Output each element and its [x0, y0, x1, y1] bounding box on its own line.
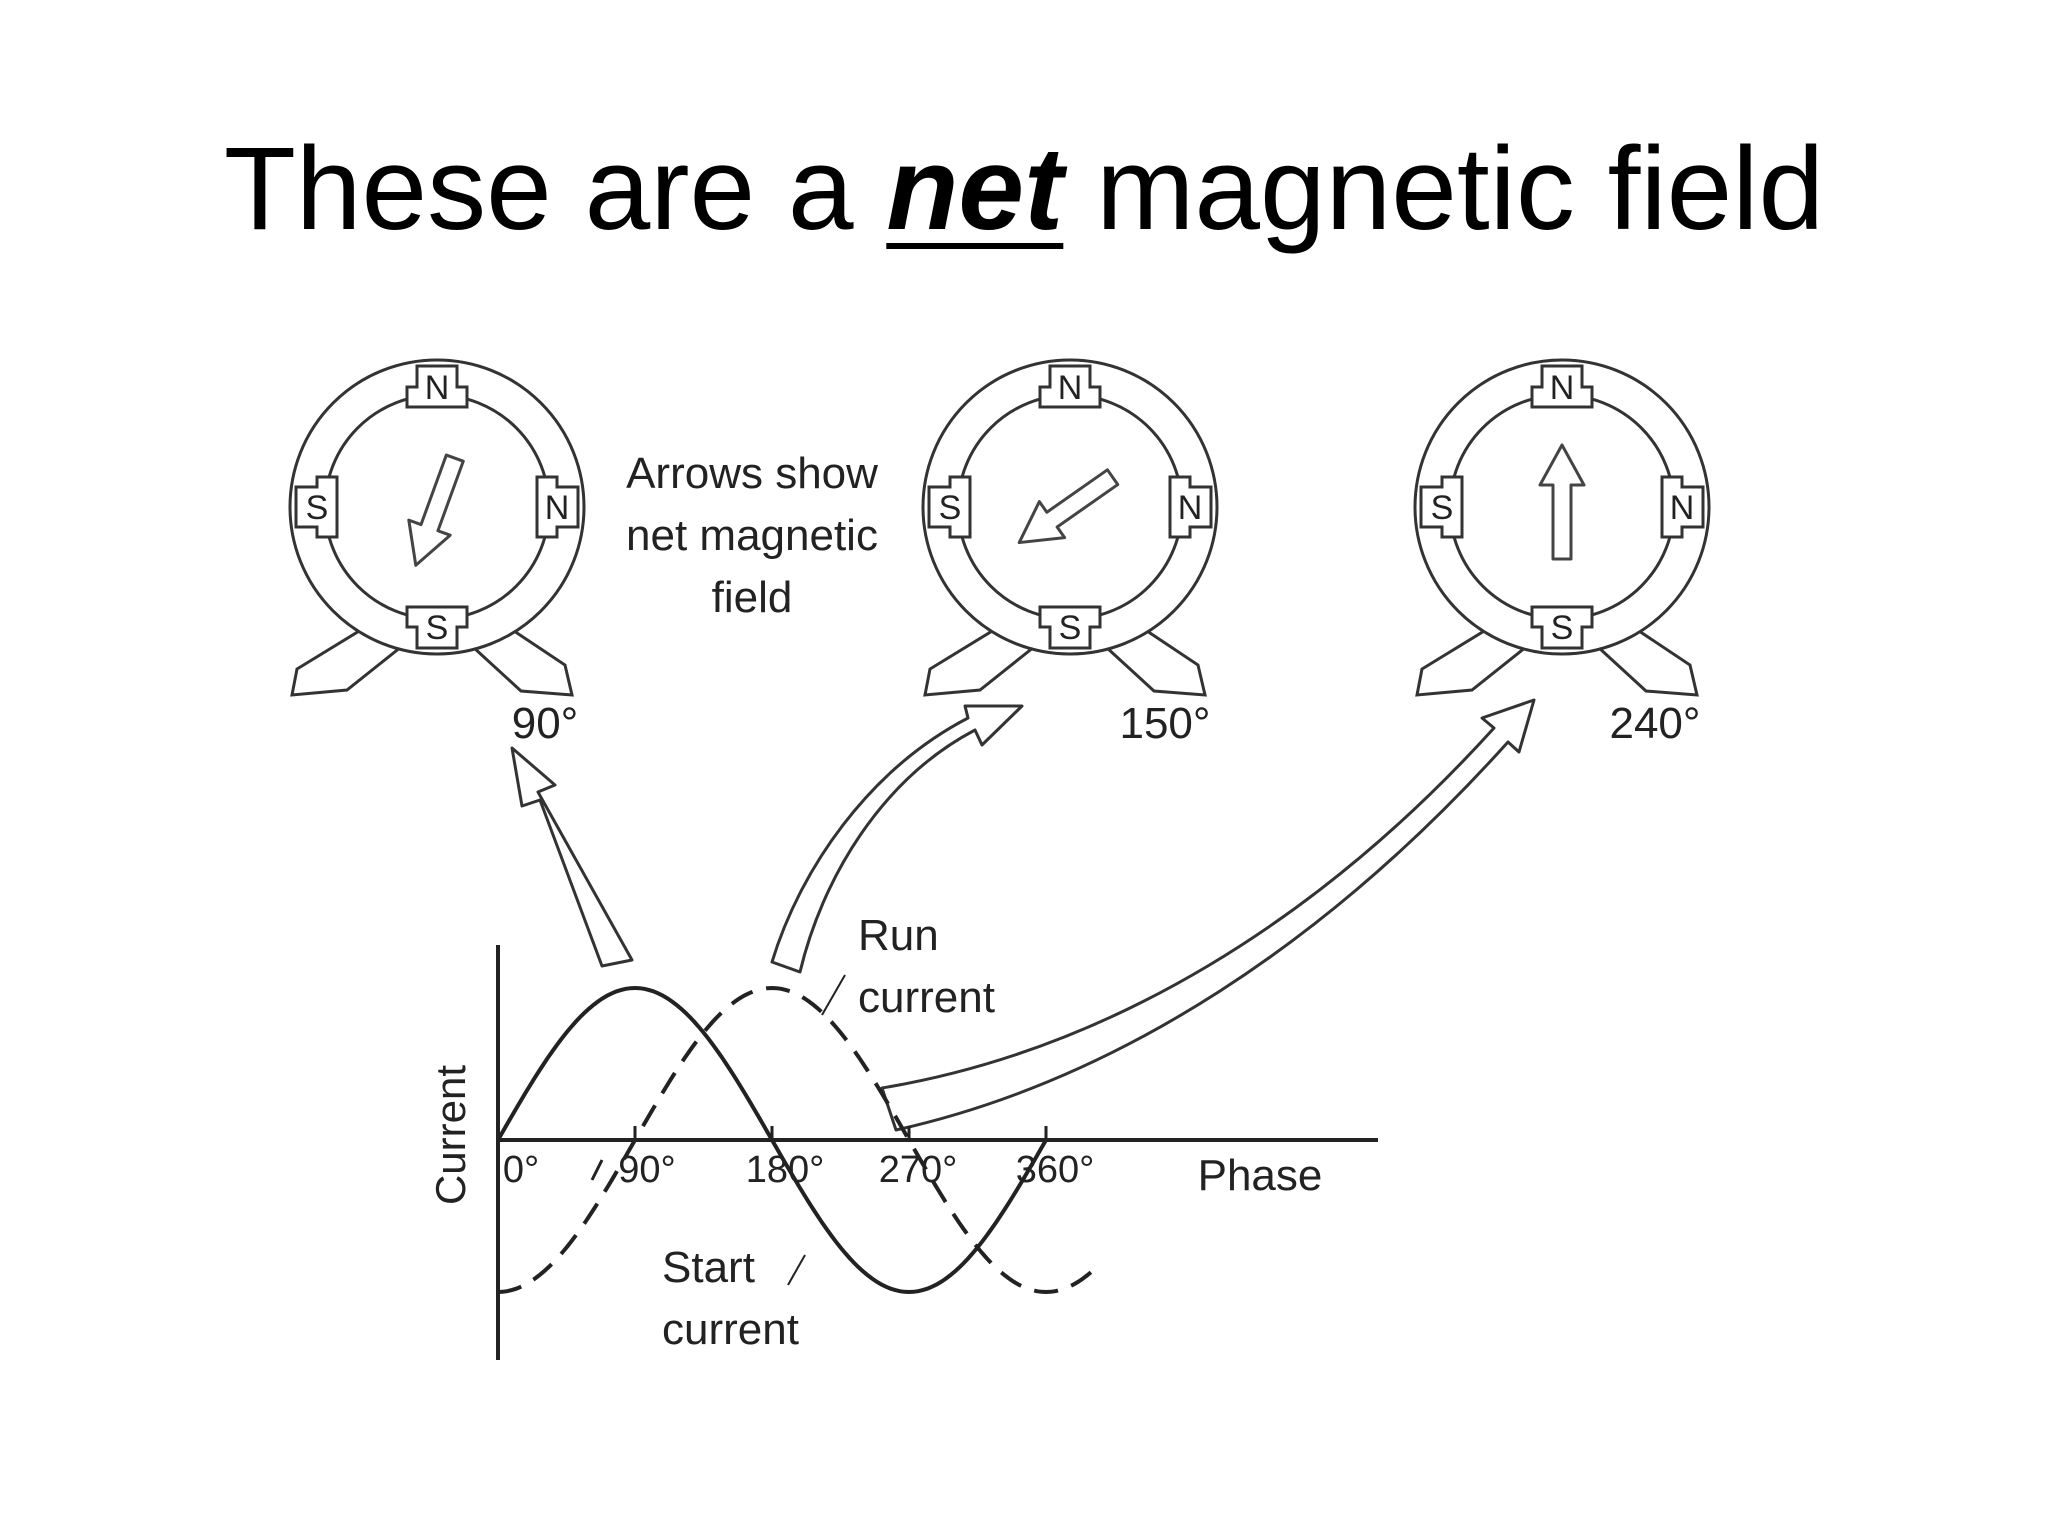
motor-angle-label: 240°: [1609, 699, 1700, 748]
tick-label-270: 270°: [879, 1149, 958, 1191]
start-zero-leader: [590, 1159, 604, 1181]
pole-bottom: S: [1038, 605, 1102, 650]
pole-shoe: [405, 364, 469, 409]
run-current-curve: [497, 985, 1093, 1295]
pole-shoe: [1530, 605, 1594, 650]
pole-left-label: S: [939, 489, 962, 527]
pole-top-label: N: [1058, 369, 1083, 407]
tick-label-0: 0°: [503, 1149, 539, 1191]
start-label-leader: [787, 1254, 806, 1286]
tick-label-90: 90°: [618, 1149, 675, 1191]
tick-label-180: 180°: [746, 1149, 825, 1191]
pole-shoe: [535, 475, 580, 539]
net-field-arrow: [1538, 443, 1586, 561]
pointer-arrow-90: [510, 746, 634, 968]
run-label-leader: [821, 974, 846, 1016]
arrow-shape: [407, 453, 465, 567]
pole-shoe: [1038, 364, 1102, 409]
pole-top: N: [1038, 364, 1102, 409]
tick-label-360: 360°: [1016, 1149, 1095, 1191]
phase-graph: Current Phase 0° 90° 180° 270° 360° Run …: [427, 911, 1378, 1360]
pole-left-label: S: [1431, 489, 1454, 527]
pole-right-label: N: [545, 489, 570, 527]
motor-angle-label: 90°: [512, 699, 579, 748]
pole-shoe: [294, 475, 339, 539]
pole-shoe: [1530, 364, 1594, 409]
slide-title: These are a net magnetic field: [0, 130, 2048, 248]
arrow-shape: [1017, 468, 1120, 545]
pole-bottom-label: S: [1059, 609, 1082, 647]
title-after: magnetic field: [1063, 123, 1825, 255]
pole-right-label: N: [1670, 489, 1695, 527]
pole-right-label: N: [1178, 489, 1203, 527]
pole-shoe: [1419, 475, 1464, 539]
motor-0: N N S S 90°: [288, 358, 586, 748]
motor-angle-label: 150°: [1119, 699, 1210, 748]
pole-shoe: [1168, 475, 1213, 539]
title-before: These are a: [223, 123, 887, 255]
pole-shoe: [1660, 475, 1705, 539]
pointer-arrow-240: [880, 698, 1536, 1132]
pointer-arrows: [510, 698, 1536, 1132]
run-label-line-2: current: [858, 973, 995, 1022]
arrows-note: Arrows show net magnetic field: [626, 449, 878, 622]
motors-group: N N S S 90° N N S S 150° N N S S 240°: [288, 358, 1711, 748]
pole-top-label: N: [1550, 369, 1575, 407]
note-line-2: net magnetic: [626, 511, 878, 560]
pole-right: N: [535, 475, 580, 539]
start-label-line-2: current: [662, 1305, 799, 1354]
pole-left: S: [294, 475, 339, 539]
pole-top-label: N: [425, 369, 450, 407]
pole-bottom: S: [1530, 605, 1594, 650]
title-emphasis: net: [886, 123, 1064, 255]
pole-shoe: [1038, 605, 1102, 650]
net-field-arrow: [1017, 468, 1120, 545]
motor-1: N N S S 150°: [921, 358, 1219, 748]
arrow-shape: [1538, 443, 1586, 561]
pole-left: S: [1419, 475, 1464, 539]
pole-top: N: [1530, 364, 1594, 409]
pole-left-label: S: [306, 489, 329, 527]
motor-left-foot: [290, 623, 402, 697]
y-axis-label: Current: [427, 1065, 474, 1205]
note-line-3: field: [712, 573, 793, 622]
pole-left: S: [927, 475, 972, 539]
pole-right: N: [1660, 475, 1705, 539]
pointer-arrow-150: [770, 704, 1024, 974]
start-label-line-1: Start: [662, 1243, 755, 1292]
pole-right: N: [1168, 475, 1213, 539]
pole-top: N: [405, 364, 469, 409]
pole-shoe: [927, 475, 972, 539]
pole-shoe: [405, 605, 469, 650]
pole-bottom: S: [405, 605, 469, 650]
start-current-curve: [496, 985, 1048, 1295]
motor-left-foot: [923, 623, 1035, 697]
motor-2: N N S S 240°: [1413, 358, 1711, 748]
run-label-line-1: Run: [858, 911, 939, 960]
pole-bottom-label: S: [426, 609, 449, 647]
net-field-arrow: [407, 453, 465, 567]
note-line-1: Arrows show: [626, 449, 878, 498]
motor-left-foot: [1415, 623, 1527, 697]
pole-bottom-label: S: [1551, 609, 1574, 647]
x-axis-label: Phase: [1198, 1151, 1323, 1200]
